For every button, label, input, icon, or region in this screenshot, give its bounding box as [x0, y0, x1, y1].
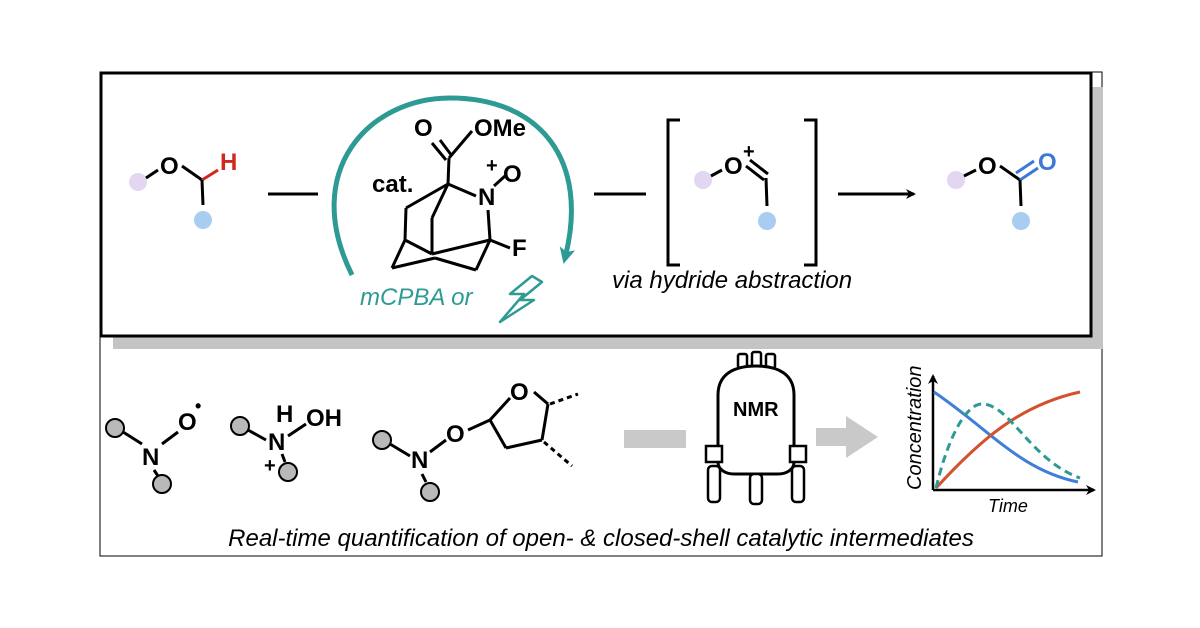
alkoxyamine-adduct: N O O [372, 379, 579, 502]
catalyst-molecule: O OMe cat. + N O F mCPBA or [331, 95, 576, 324]
intermediate-o-label: O [724, 153, 743, 180]
plot-x-label: Time [988, 496, 1028, 516]
intermediate-r1-circle [694, 171, 712, 189]
adduct-o-label: O [446, 421, 465, 448]
oxocarbenium-intermediate: O + [666, 118, 818, 267]
caption: Real-time quantification of open- & clos… [228, 525, 974, 552]
product-o2-label: O [1038, 149, 1057, 176]
product-r1-circle [947, 171, 965, 189]
radical-o-label: O [178, 409, 197, 436]
hydroxylamine-charge: + [264, 455, 276, 477]
nitroxyl-radical: N O • [105, 396, 201, 494]
substrate-o-label: O [160, 153, 179, 180]
oxidant-label: mCPBA or [360, 284, 473, 311]
ester-product: O O [947, 149, 1057, 230]
nmr-label: NMR [733, 399, 779, 421]
mechanism-label: via hydride abstraction [612, 267, 852, 294]
catalyst-f-label: F [512, 235, 527, 262]
process-arrow-1 [624, 430, 686, 448]
bracket-right [804, 118, 818, 267]
hydroxylamine-cation: H N OH + [230, 401, 342, 482]
radical-n-label: N [142, 444, 159, 471]
intermediate-r2-circle [758, 212, 776, 230]
plot-y-label: Concentration [904, 365, 926, 490]
product-r2-circle [1012, 212, 1030, 230]
catalyst-cat-label: cat. [372, 171, 413, 198]
adduct-n-label: N [411, 447, 428, 474]
process-arrow-2 [816, 416, 878, 458]
nmr-spectrometer-icon: NMR [704, 350, 808, 506]
adduct-node-1 [372, 430, 392, 450]
bracket-left [666, 118, 680, 267]
catalyst-ome-label: OMe [474, 115, 526, 142]
hydroxylamine-n-label: N [268, 429, 285, 456]
hydroxylamine-h-label: H [276, 401, 293, 428]
adduct-ring-o-label: O [510, 379, 529, 406]
top-panel [99, 71, 1093, 338]
light-bolt-icon [498, 274, 544, 324]
catalyst-n-charge: + [486, 155, 498, 177]
catalyst-n-o-label: O [503, 161, 522, 188]
substrate-r1-circle [129, 173, 147, 191]
intermediate-charge: + [743, 141, 755, 163]
radical-node-2 [152, 474, 172, 494]
product-o1-label: O [978, 153, 997, 180]
catalyst-o-label: O [414, 115, 433, 142]
radical-dot: • [195, 396, 201, 416]
curve-product [934, 390, 1081, 490]
adduct-node-2 [420, 482, 440, 502]
hydroxylamine-node-1 [230, 416, 250, 436]
concentration-plot: Concentration Time [904, 365, 1096, 516]
catalyst-n-label: N [478, 184, 495, 211]
hydroxylamine-node-2 [278, 462, 298, 482]
catalytic-cycle-arrow [331, 95, 576, 277]
radical-node-1 [105, 418, 125, 438]
curve-starting-material [933, 390, 1079, 484]
substrate-molecule: O H [129, 149, 237, 229]
hydroxylamine-oh-label: OH [306, 405, 342, 432]
substrate-r2-circle [194, 211, 212, 229]
substrate-h-label: H [220, 149, 237, 176]
